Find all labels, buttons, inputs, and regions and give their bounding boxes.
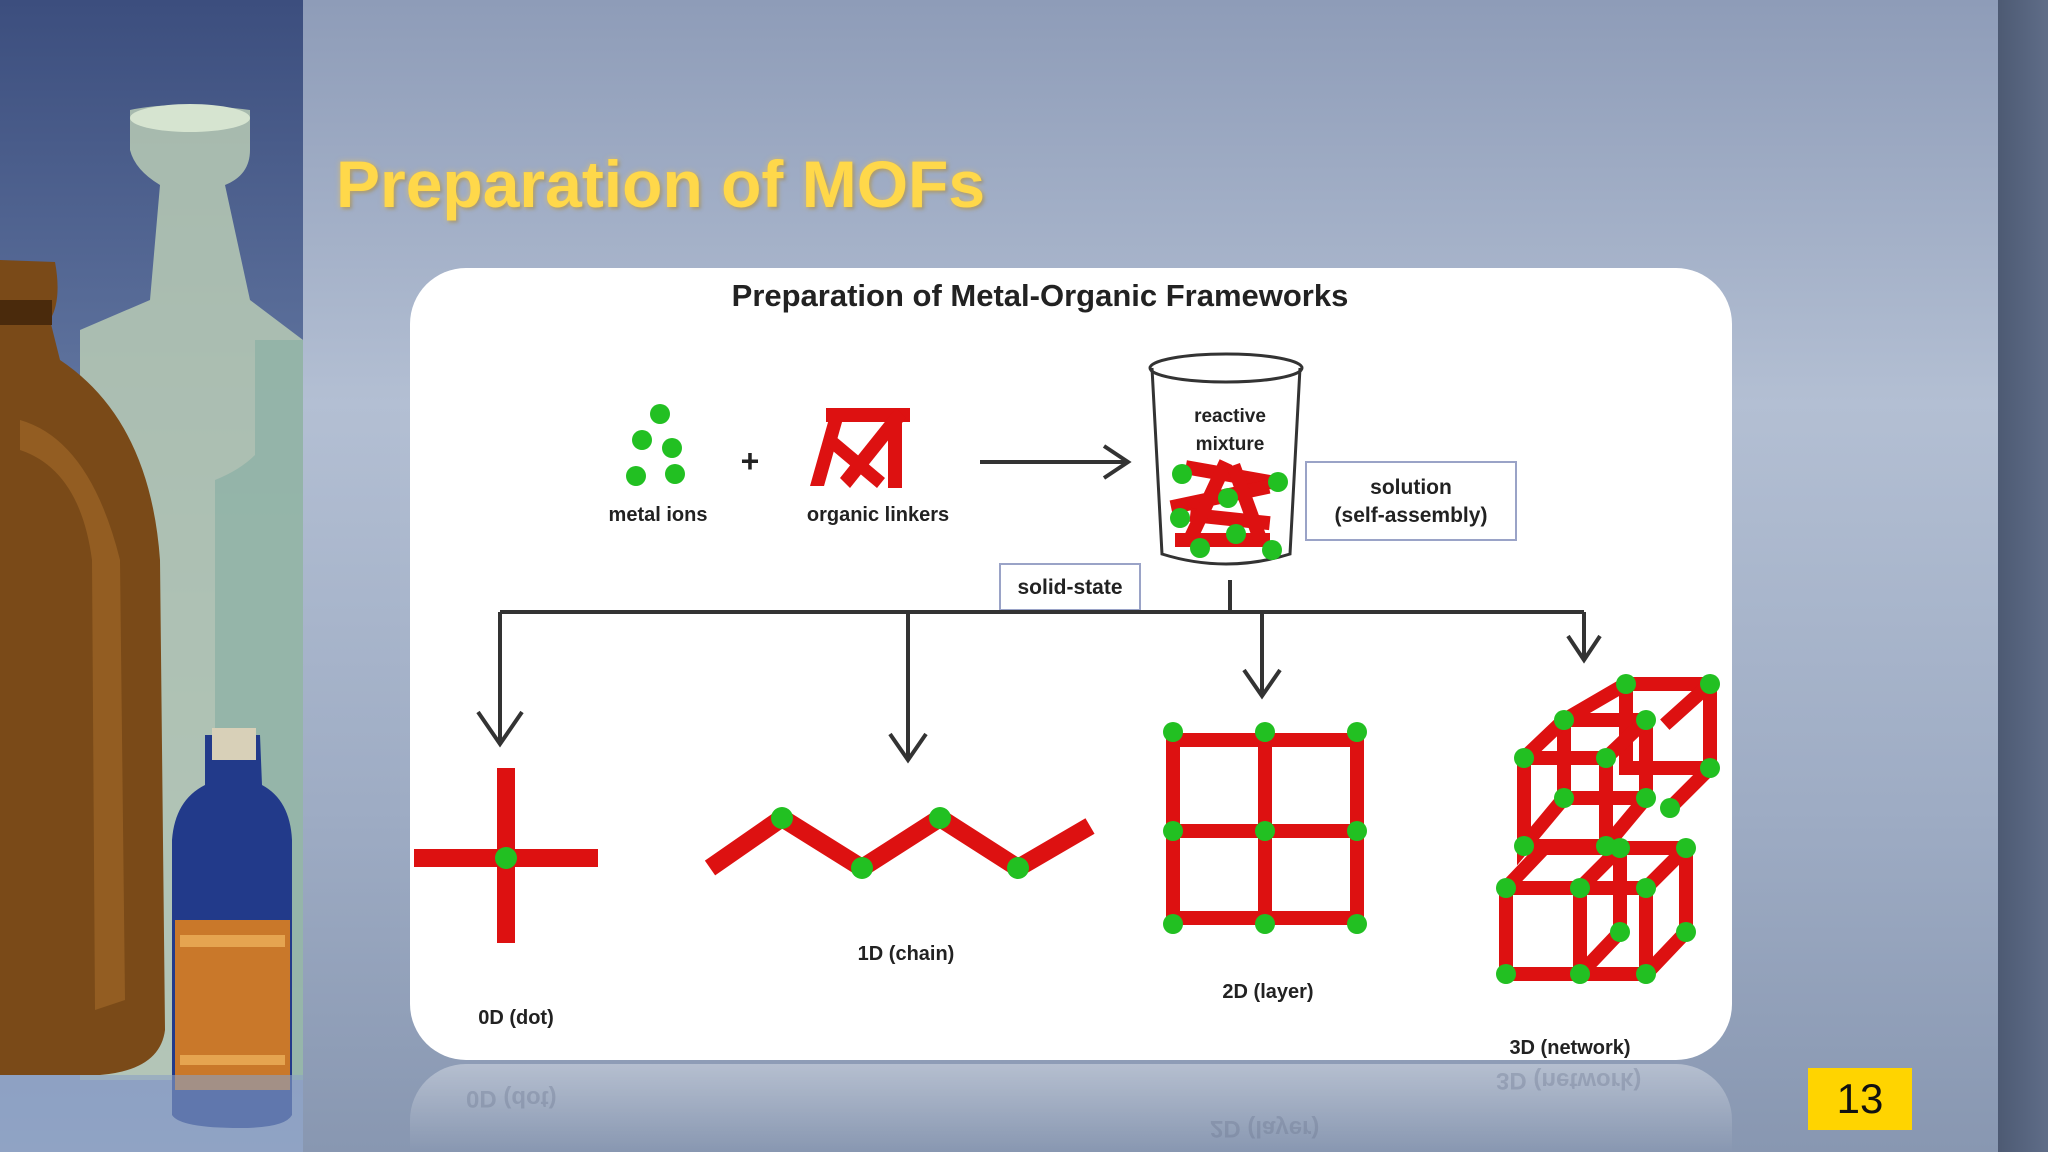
solution-box xyxy=(1305,461,1517,541)
structure-2d xyxy=(1163,722,1367,934)
bottles-photo xyxy=(0,0,303,1152)
right-edge-strip xyxy=(1998,0,2048,1152)
structure-1d xyxy=(704,807,1095,879)
metal-ions-icon xyxy=(626,404,685,486)
mof-diagram: Preparation of Metal-Organic Frameworks … xyxy=(414,278,1720,1059)
slide-title: Preparation of MOFs xyxy=(336,147,986,221)
diagram-panel: Preparation of Metal-Organic Frameworks … xyxy=(410,268,1732,1060)
reflection-label-0d: 0D (dot) xyxy=(466,1085,557,1112)
solid-state-box xyxy=(999,563,1141,611)
beaker-label-reactive: reactive xyxy=(1194,406,1266,427)
page-number-badge: 13 xyxy=(1808,1068,1912,1130)
plus-sign: + xyxy=(741,443,760,479)
label-2d: 2D (layer) xyxy=(1222,981,1313,1003)
metal-ions-label: metal ions xyxy=(609,504,708,526)
arrow-to-beaker xyxy=(980,444,1132,480)
label-3d: 3D (network) xyxy=(1509,1037,1630,1059)
beaker-label-mixture: mixture xyxy=(1196,434,1265,455)
structure-3d-nodes xyxy=(1496,674,1720,984)
beaker-icon xyxy=(1148,352,1304,566)
solution-label: solution xyxy=(1370,476,1452,499)
branch-arrows xyxy=(476,580,1602,764)
structure-0d xyxy=(414,768,598,943)
reflection-label-3d: 3D (network) xyxy=(1496,1067,1642,1094)
bottles-illustration xyxy=(0,104,303,1152)
solid-state-label: solid-state xyxy=(1017,576,1122,599)
organic-linkers-icon xyxy=(810,408,910,488)
reflection-label-2d: 2D (layer) xyxy=(1210,1115,1320,1142)
label-1d: 1D (chain) xyxy=(858,943,955,965)
organic-linkers-label: organic linkers xyxy=(807,504,949,526)
label-0d: 0D (dot) xyxy=(478,1007,554,1029)
self-assembly-label: (self-assembly) xyxy=(1335,504,1488,527)
panel-reflection: 0D (dot) 2D (layer) 3D (network) xyxy=(410,1064,1732,1152)
diagram-title: Preparation of Metal-Organic Frameworks xyxy=(732,278,1349,313)
